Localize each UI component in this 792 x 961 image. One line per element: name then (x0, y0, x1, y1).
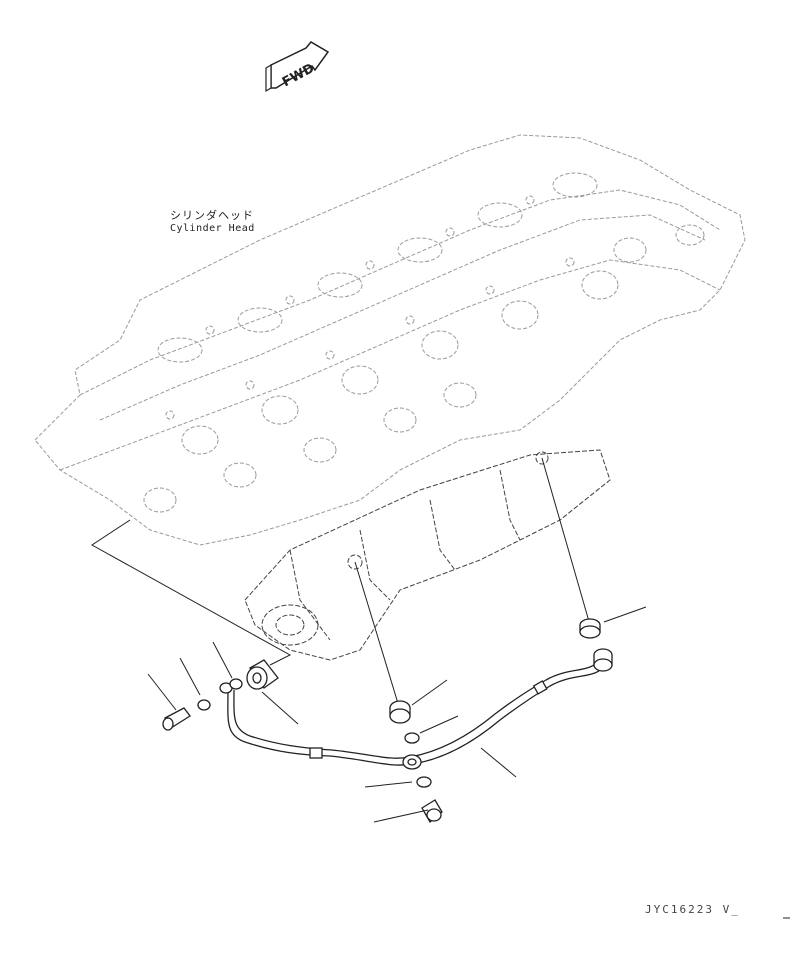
spacer-bushing (246, 659, 279, 690)
drawing-code: JYC16223 V_ (645, 903, 740, 916)
exhaust-manifold (244, 449, 611, 661)
cylinder-head-label-en: Cylinder Head (170, 223, 255, 234)
bolt-left (162, 707, 191, 731)
forward-arrow-icon: FWD (265, 41, 330, 93)
oil-tube (227, 658, 606, 770)
bolt-center (421, 799, 443, 823)
cylinder-head (34, 134, 746, 546)
elbow-connector-right (579, 618, 601, 639)
cylinder-head-label-jp: シリンダヘッド (170, 209, 254, 222)
tube-nut-right (593, 648, 613, 672)
connector-center (389, 700, 411, 724)
callout-leaders (147, 606, 647, 823)
washers (197, 678, 432, 788)
head-callout-leader (91, 519, 292, 666)
port-connection-lines (354, 457, 591, 711)
